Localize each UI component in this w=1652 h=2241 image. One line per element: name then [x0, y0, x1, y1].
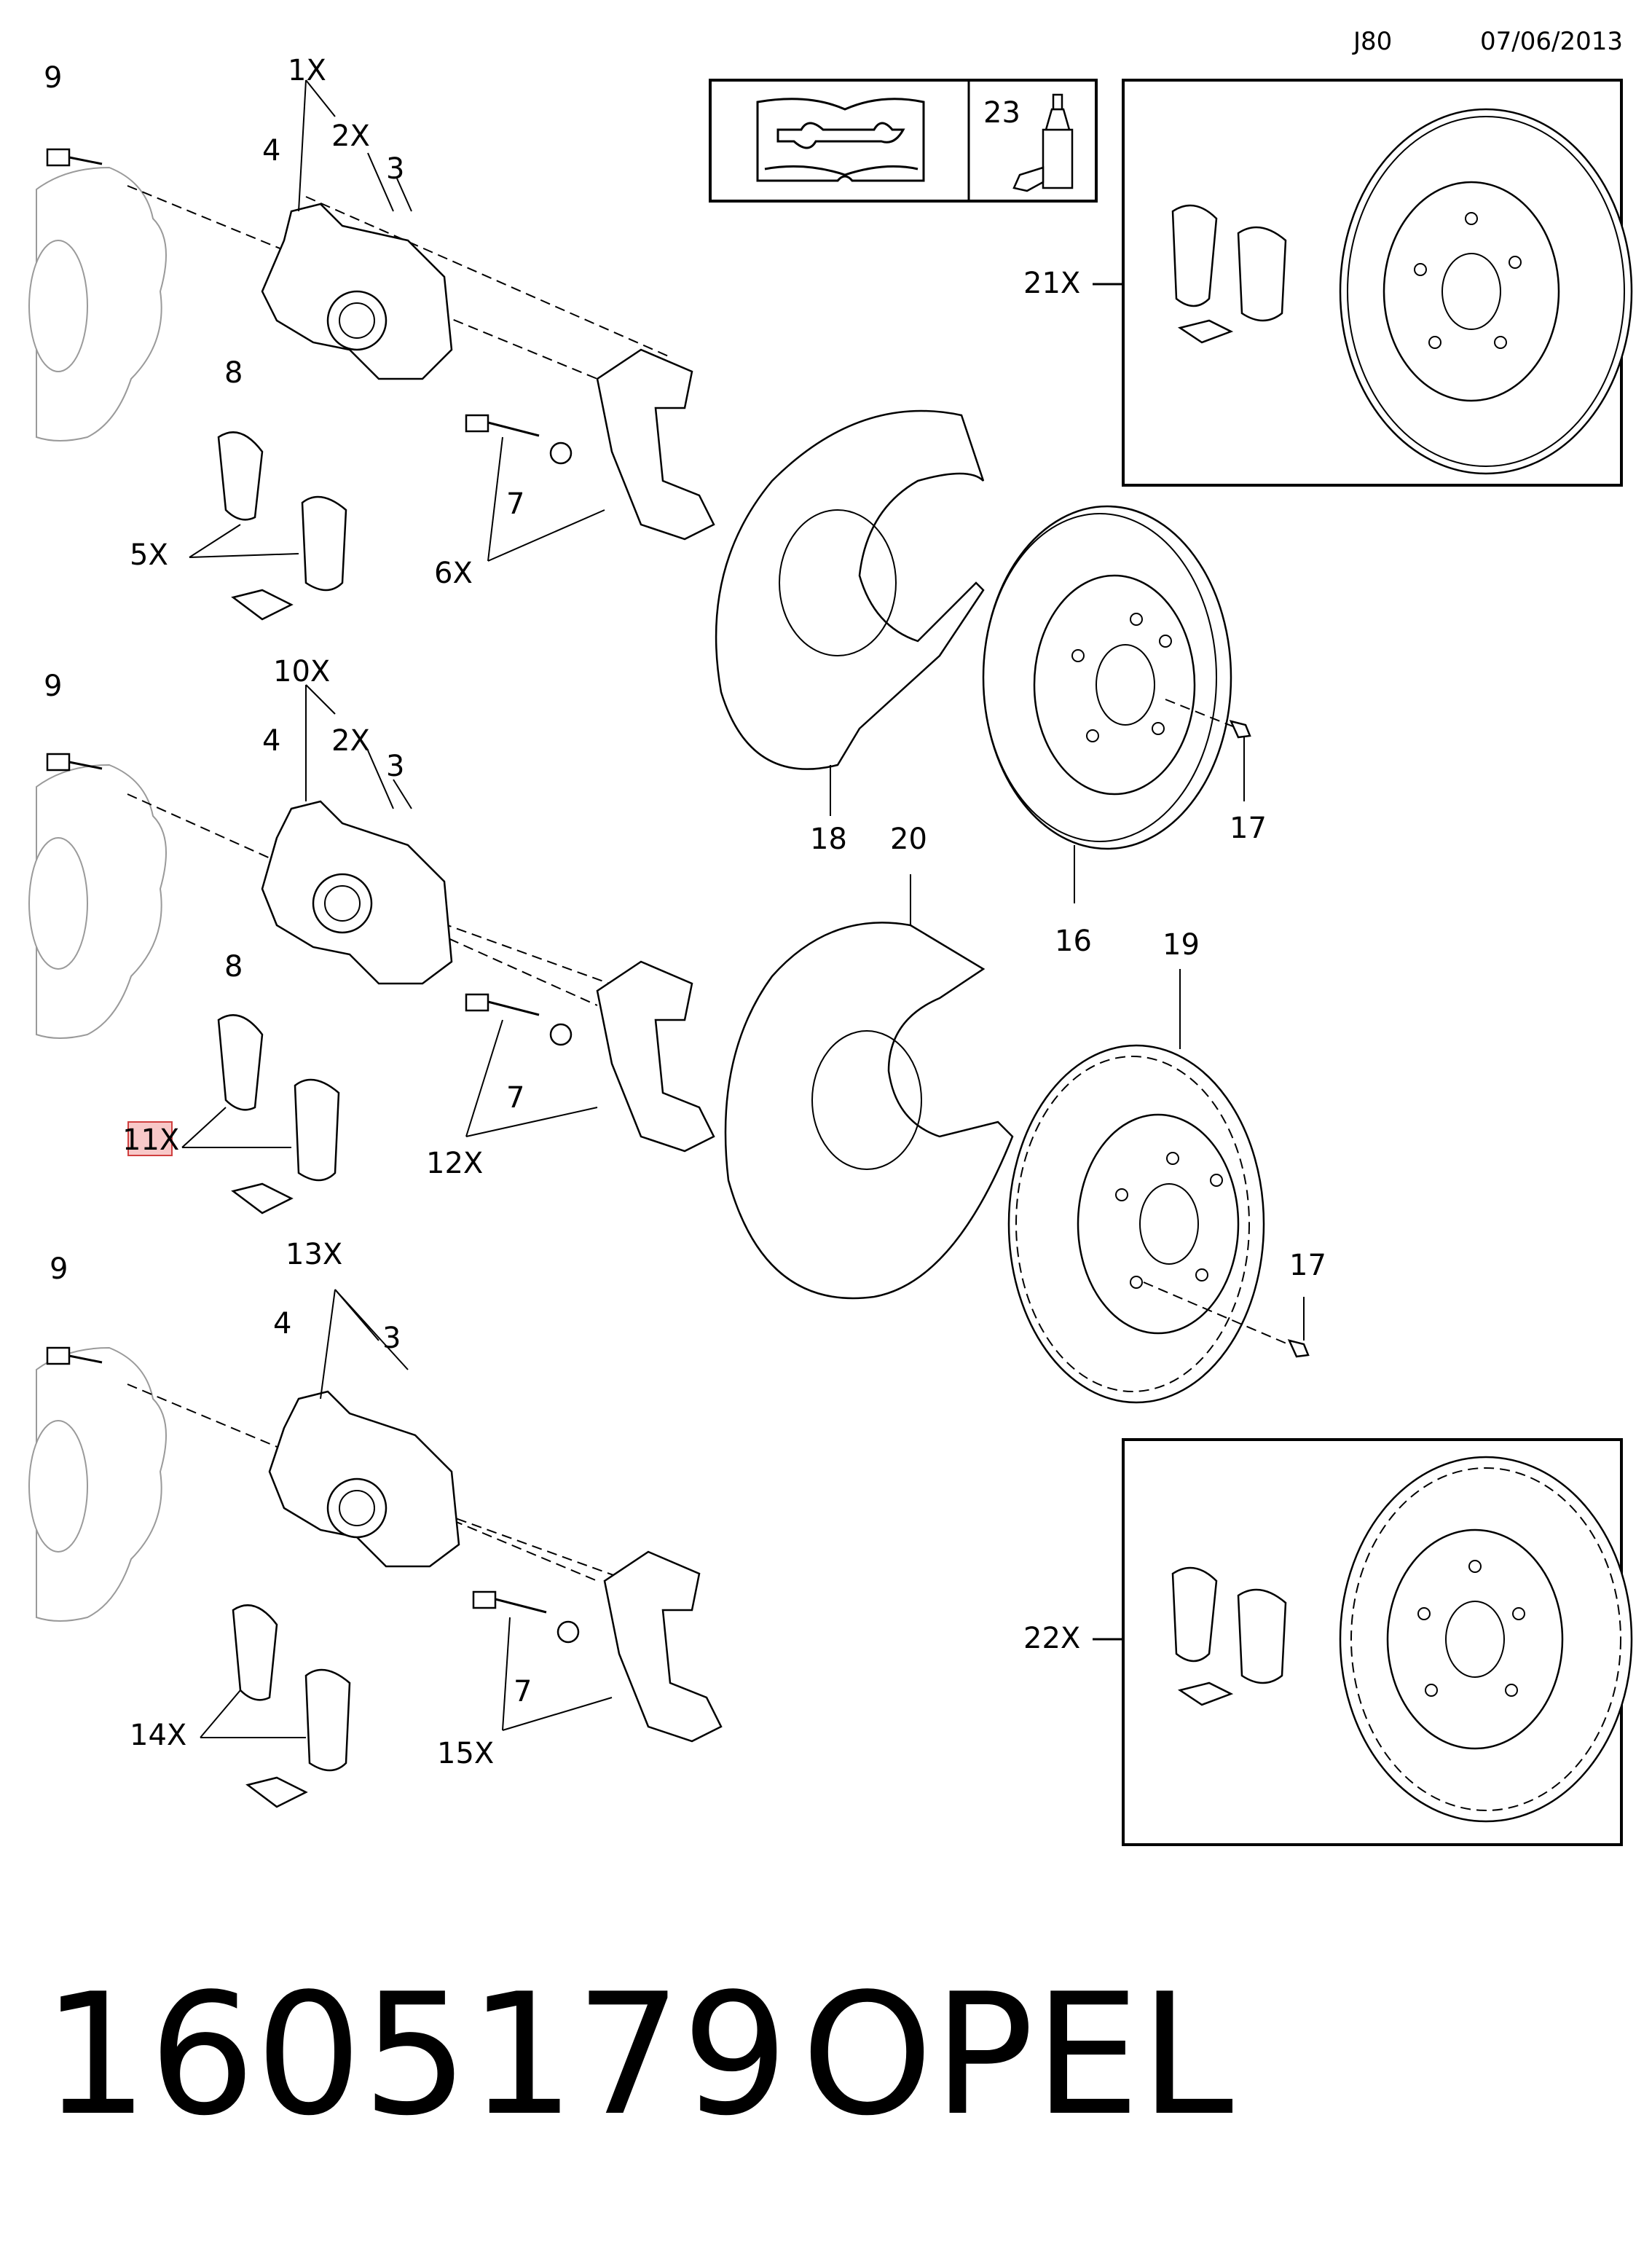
callout-4: 4 — [262, 134, 280, 168]
callout-22x: 22X — [1023, 1622, 1080, 1655]
header-code: J80 — [1352, 27, 1392, 56]
callout-9: 9 — [44, 61, 62, 95]
callout-19: 19 — [1163, 928, 1200, 962]
caliper — [268, 1390, 460, 1568]
guide-pin — [465, 993, 573, 1046]
screw-17-top: 17 — [1229, 720, 1267, 845]
brake-pads — [217, 1014, 340, 1214]
leader-lines — [189, 79, 605, 562]
callout-3: 3 — [386, 152, 404, 186]
callout-4: 4 — [273, 1307, 291, 1341]
carrier-bracket — [603, 1550, 723, 1743]
callout-21x: 21X — [1023, 267, 1080, 300]
bolt-9 — [46, 148, 103, 167]
brand-name: OPEL — [801, 1958, 1233, 2153]
callout-4: 4 — [262, 724, 280, 758]
caliper — [261, 800, 453, 985]
callout-12x: 12X — [426, 1147, 483, 1180]
callout-8: 8 — [224, 950, 243, 984]
callout-3: 3 — [382, 1322, 401, 1355]
carrier-bracket — [596, 348, 715, 541]
brake-pads — [232, 1604, 351, 1808]
vented-disc-icon — [1339, 1456, 1633, 1823]
brake-disc-icon — [1339, 108, 1633, 475]
brake-pad-icon — [1171, 204, 1287, 344]
callout-11x: 11X — [122, 1123, 179, 1157]
callout-1x: 1X — [288, 54, 326, 87]
caliper-assembly-3: 9 13X 4 3 14X 7 15X — [28, 1238, 723, 1808]
callout-17: 17 — [1230, 812, 1267, 845]
brake-pad-icon — [1171, 1566, 1287, 1706]
carrier-bracket — [596, 960, 715, 1153]
caliper — [261, 203, 453, 380]
leader-lines — [200, 1289, 613, 1738]
dust-shield-20: 20 — [724, 823, 1014, 1300]
callout-14x: 14X — [130, 1719, 186, 1752]
screw-17-bottom: 17 — [1287, 1249, 1326, 1358]
manual-tool-box: 23 — [709, 79, 1098, 203]
caliper-assembly-1: 9 1X 2X 4 3 8 5X 7 6X — [28, 54, 715, 621]
bolt-9 — [46, 753, 103, 772]
callout-10x: 10X — [273, 655, 330, 688]
callout-5x: 5X — [130, 538, 168, 572]
steering-knuckle — [36, 764, 167, 1039]
callout-7: 7 — [506, 487, 524, 521]
callout-9: 9 — [50, 1252, 68, 1286]
callout-9: 9 — [44, 670, 62, 703]
kit-box-22x: 22X — [1023, 1438, 1633, 1846]
bolt-9 — [46, 1346, 103, 1365]
sealant-bottle-icon — [1012, 93, 1074, 192]
dust-shield-18: 18 — [715, 409, 985, 856]
callout-20: 20 — [890, 823, 927, 856]
callout-15x: 15X — [437, 1737, 494, 1770]
callout-2x: 2X — [331, 724, 370, 758]
callout-8: 8 — [224, 356, 243, 390]
callout-17: 17 — [1289, 1249, 1326, 1282]
vented-disc-19: 19 — [1007, 928, 1297, 1404]
kit-box-21x: 21X — [1023, 79, 1633, 487]
part-number: 1605179 — [42, 1958, 788, 2153]
steering-knuckle — [36, 1346, 167, 1622]
callout-6x: 6X — [434, 557, 473, 590]
callout-7: 7 — [506, 1081, 524, 1115]
callout-13x: 13X — [286, 1238, 342, 1271]
guide-pin — [465, 414, 573, 465]
service-manual-icon — [756, 98, 925, 182]
steering-knuckle — [36, 166, 167, 441]
header-date: 07/06/2013 — [1480, 27, 1623, 56]
brake-pads — [217, 431, 347, 621]
callout-18: 18 — [810, 823, 847, 856]
highlight-11x — [127, 1121, 173, 1156]
guide-pin — [472, 1590, 580, 1644]
leader-lines — [181, 684, 598, 1148]
callout-2x: 2X — [331, 119, 370, 153]
brake-disc-16: 16 — [982, 505, 1239, 958]
callout-7: 7 — [514, 1675, 532, 1708]
callout-23: 23 — [983, 96, 1020, 130]
callout-3: 3 — [386, 750, 404, 783]
caliper-assembly-2: 9 10X 2X 4 3 8 11X 7 12X — [28, 655, 715, 1214]
callout-16: 16 — [1055, 925, 1092, 958]
